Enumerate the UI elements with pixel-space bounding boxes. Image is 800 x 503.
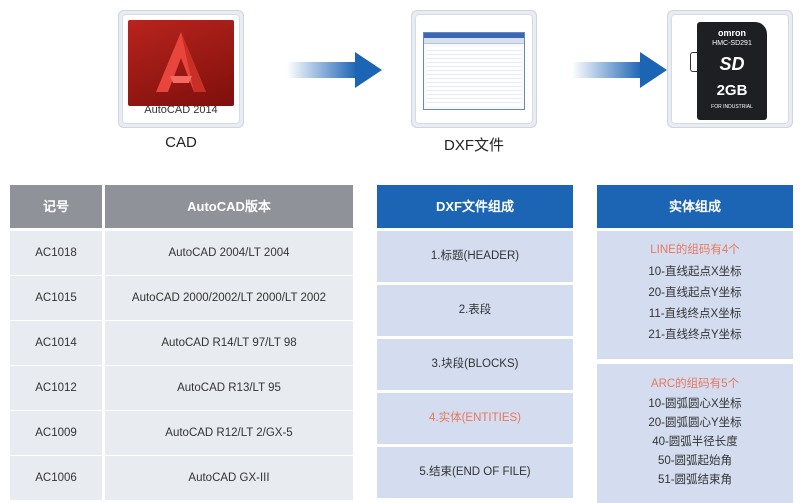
dxf-section-item: 2.表段: [377, 285, 573, 336]
table-cell-code: AC1015: [10, 276, 102, 320]
table-cell-code: AC1012: [10, 366, 102, 410]
arc-group-heading: ARC的组码有5个: [650, 378, 740, 390]
dxf-card: [411, 10, 537, 128]
dxf-section-item: 5.结束(END OF FILE): [377, 447, 573, 498]
line-group-heading: LINE的组码有4个: [650, 244, 740, 256]
table-cell-version: AutoCAD 2000/2002/LT 2000/LT 2002: [105, 276, 353, 320]
dxf-structure-title: DXF文件组成: [377, 185, 573, 228]
autocad-a-icon: [156, 32, 206, 92]
autocad-card: AutoCAD 2014: [118, 10, 244, 128]
group-code-item: 20-直线起点Y坐标: [648, 287, 742, 299]
autocad-card-label: AutoCAD 2014: [144, 104, 218, 116]
table-cell-version: AutoCAD R14/LT 97/LT 98: [105, 321, 353, 365]
arrow-right-icon: [287, 52, 382, 88]
table-cell-version: AutoCAD 2004/LT 2004: [105, 231, 353, 275]
sd-note: FOR INDUSTRIAL: [711, 104, 753, 110]
sd-card-icon: omron HMC-SD291 SD 2GB FOR INDUSTRIAL: [690, 22, 767, 120]
dxf-section-item-highlighted: 4.实体(ENTITIES): [377, 393, 573, 444]
group-code-item: 21-直线终点Y坐标: [648, 329, 742, 341]
line-group-panel: LINE的组码有4个 10-直线起点X坐标 20-直线起点Y坐标 11-直线终点…: [597, 231, 793, 359]
arrow-right-icon: [572, 52, 667, 88]
group-code-item: 50-圆弧起始角: [657, 455, 733, 467]
autocad-logo: [128, 20, 234, 106]
sd-brand: omron: [718, 28, 746, 38]
group-code-item: 10-直线起点X坐标: [648, 266, 742, 278]
table-cell-version: AutoCAD GX-III: [105, 456, 353, 500]
dxf-caption: DXF文件: [443, 137, 504, 154]
entity-structure-title: 实体组成: [597, 185, 793, 228]
sd-model: HMC-SD291: [712, 40, 752, 47]
sd-logo: SD: [719, 54, 745, 74]
dxf-section-item: 1.标题(HEADER): [377, 231, 573, 282]
table-header-code: 记号: [10, 185, 102, 228]
table-cell-code: AC1006: [10, 456, 102, 500]
cad-caption: CAD: [165, 134, 197, 151]
table-cell-code: AC1018: [10, 231, 102, 275]
group-code-item: 40-圆弧半径长度: [652, 436, 738, 448]
lock-switch-icon: [690, 52, 697, 72]
table-cell-code: AC1014: [10, 321, 102, 365]
table-cell-version: AutoCAD R13/LT 95: [105, 366, 353, 410]
group-code-item: 51-圆弧结束角: [657, 474, 733, 486]
sd-card-tile: omron HMC-SD291 SD 2GB FOR INDUSTRIAL: [667, 10, 793, 128]
dxf-file-screenshot: [423, 32, 525, 110]
sd-capacity: 2GB: [716, 82, 748, 99]
table-cell-version: AutoCAD R12/LT 2/GX-5: [105, 411, 353, 455]
group-code-item: 11-直线终点X坐标: [648, 308, 742, 320]
arc-group-panel: ARC的组码有5个 10-圆弧圆心X坐标 20-圆弧圆心Y坐标 40-圆弧半径长…: [597, 364, 793, 503]
group-code-item: 10-圆弧圆心X坐标: [648, 398, 742, 410]
table-header-version: AutoCAD版本: [105, 185, 353, 228]
group-code-item: 20-圆弧圆心Y坐标: [648, 417, 742, 429]
dxf-section-item: 3.块段(BLOCKS): [377, 339, 573, 390]
table-cell-code: AC1009: [10, 411, 102, 455]
